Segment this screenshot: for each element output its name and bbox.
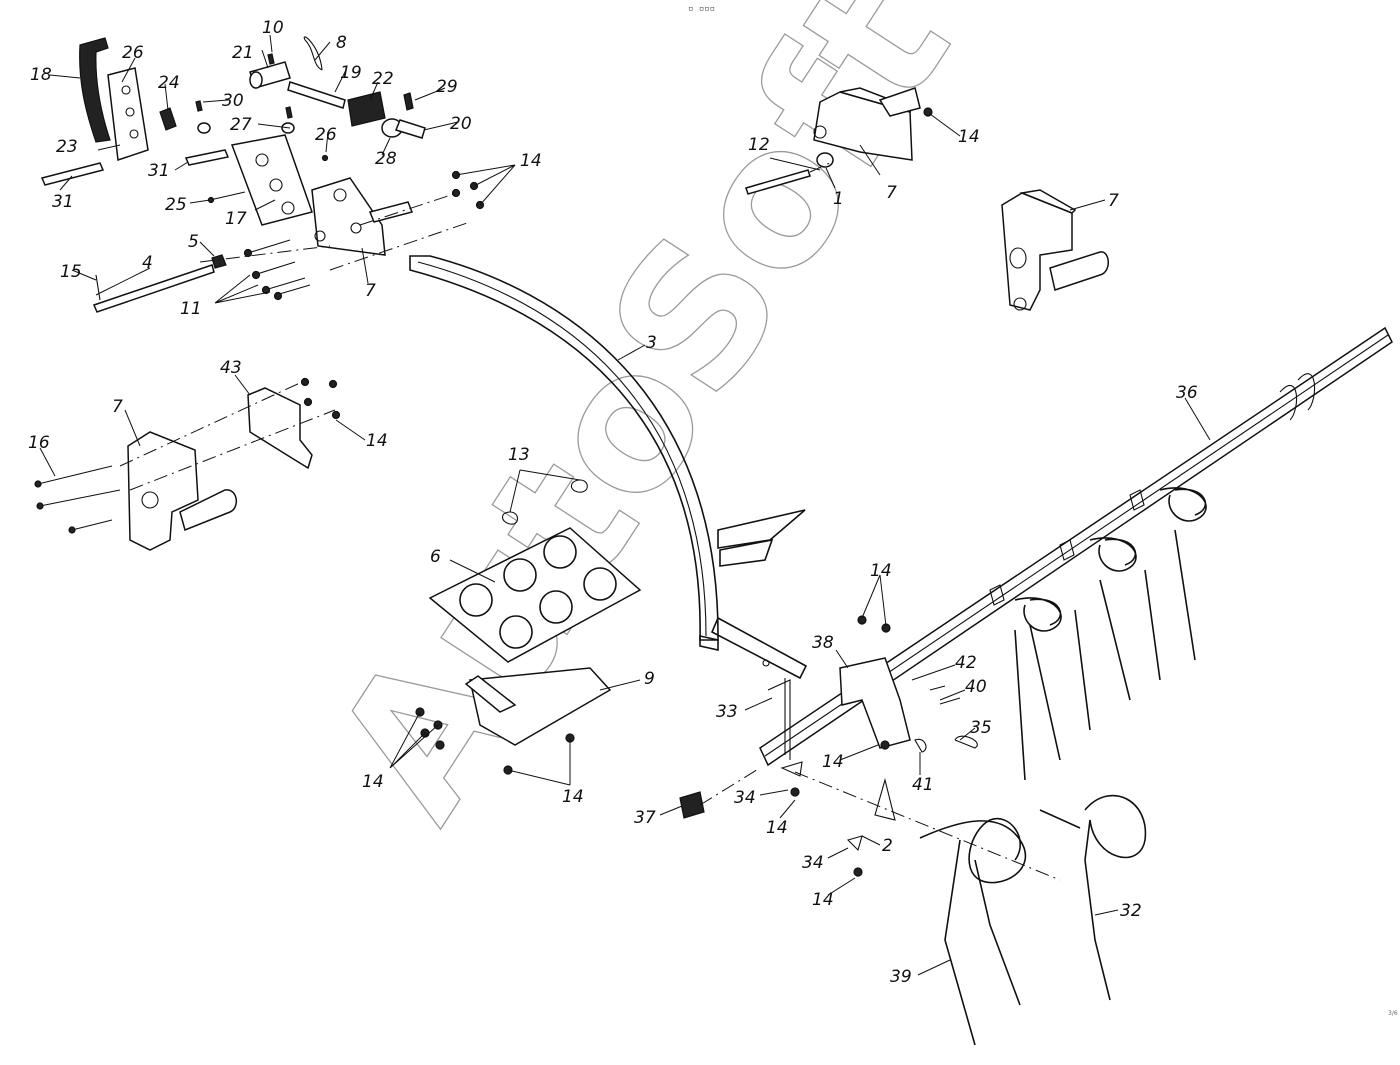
part-label-14-d: 14 (362, 772, 384, 792)
part-label-26b: 26 (315, 125, 337, 145)
part-label-9: 9 (644, 669, 655, 689)
page-code: 3/6 (1388, 1010, 1398, 1017)
loose-tines (919, 794, 1147, 1046)
part-label-3: 3 (646, 333, 657, 353)
part-label-15: 15 (60, 262, 82, 282)
part-label-29: 29 (436, 77, 458, 97)
part-label-7-a: 7 (365, 281, 376, 301)
part-label-28: 28 (375, 149, 397, 169)
part-label-37: 37 (634, 808, 656, 828)
part-label-8: 8 (336, 33, 347, 53)
part-label-33: 33 (716, 702, 738, 722)
part-label-19: 19 (340, 63, 362, 83)
part-label-42: 42 (955, 653, 977, 673)
part-label-23: 23 (56, 137, 78, 157)
part-label-32: 32 (1120, 901, 1142, 921)
part-labels: 10 8 26 21 18 19 22 24 29 30 27 20 26 23… (28, 18, 1198, 987)
part-label-17: 17 (225, 209, 247, 229)
part-label-14-top: 14 (520, 151, 542, 171)
part-label-34b: 34 (802, 853, 824, 873)
right-bracket (1001, 189, 1109, 311)
part-label-26: 26 (122, 43, 144, 63)
part-label-34: 34 (734, 788, 756, 808)
part-label-1: 1 (833, 189, 844, 209)
part-label-12: 12 (748, 135, 770, 155)
part-label-21: 21 (232, 43, 254, 63)
foot-plate (415, 479, 642, 775)
part-label-40: 40 (965, 677, 987, 697)
part-label-18: 18 (30, 65, 52, 85)
part-label-35: 35 (970, 718, 992, 738)
lever-assembly (40, 36, 485, 313)
part-label-14-g: 14 (822, 752, 844, 772)
part-label-31b: 31 (52, 192, 74, 212)
part-label-20: 20 (450, 114, 472, 134)
part-label-25: 25 (165, 195, 187, 215)
part-label-14-h: 14 (766, 818, 788, 838)
part-label-13: 13 (508, 445, 530, 465)
part-label-39: 39 (890, 967, 912, 987)
part-label-14-f: 14 (870, 561, 892, 581)
part-label-7-d: 7 (112, 397, 123, 417)
part-label-30: 30 (222, 91, 244, 111)
part-label-10: 10 (262, 18, 284, 38)
part-label-11: 11 (180, 299, 202, 319)
part-label-14-e: 14 (562, 787, 584, 807)
part-label-16: 16 (28, 433, 50, 453)
part-label-6: 6 (430, 547, 441, 567)
upper-right-bracket (745, 87, 933, 195)
part-label-22: 22 (372, 69, 394, 89)
tine-bar (679, 326, 1393, 881)
part-label-36: 36 (1176, 383, 1198, 403)
part-label-41: 41 (912, 775, 934, 795)
part-label-38: 38 (812, 633, 834, 653)
part-label-14-i: 14 (812, 890, 834, 910)
part-label-5: 5 (188, 232, 199, 252)
part-label-2: 2 (882, 836, 893, 856)
part-label-27: 27 (230, 115, 252, 135)
part-label-24: 24 (158, 73, 180, 93)
part-label-43: 43 (220, 358, 242, 378)
part-label-7-b: 7 (886, 183, 897, 203)
header-mark: ▫ ▫▫▫ (688, 4, 716, 14)
part-label-31: 31 (148, 161, 170, 181)
part-label-14-b: 14 (958, 127, 980, 147)
left-bracket (34, 377, 341, 551)
curved-arm (409, 255, 808, 680)
part-label-14-c: 14 (366, 431, 388, 451)
part-label-7-c: 7 (1108, 191, 1119, 211)
part-label-4: 4 (142, 253, 153, 273)
leader-lines (39, 34, 1211, 976)
